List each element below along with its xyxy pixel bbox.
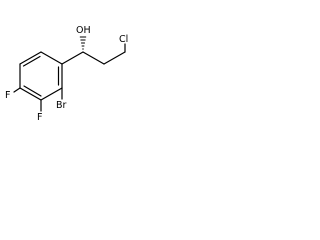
ring-bond-c2-c3	[40, 87, 63, 101]
ring-bond-c3-c4	[19, 87, 42, 101]
bond-carbinol-to-ch2	[82, 51, 105, 65]
fluorine-left-label: F	[5, 90, 10, 101]
bond-ch2-to-ch2cl	[103, 51, 126, 65]
ring-bond-c5-c6	[19, 51, 42, 65]
bromine-label: Br	[56, 100, 67, 111]
bond-ring-to-fluorine-left	[13, 87, 21, 93]
benzene-ring	[19, 51, 63, 101]
atom-labels: OH Cl Br F F	[5, 25, 128, 123]
bond-ring-to-carbinol	[61, 51, 84, 65]
hashed-wedge-bond	[79, 36, 87, 50]
substituent-bonds	[13, 87, 63, 112]
chlorine-label: Cl	[119, 34, 128, 45]
side-chain	[61, 43, 126, 65]
fluorine-bottom-label: F	[37, 112, 42, 123]
ring-double-bond-c5-c6	[22, 55, 41, 67]
ring-bond-c6-c1	[40, 51, 63, 65]
ring-double-bond-c3-c4	[23, 85, 42, 97]
hydroxyl-label: OH	[76, 25, 91, 36]
chemical-structure-diagram: OH Cl Br F F	[5, 25, 128, 123]
